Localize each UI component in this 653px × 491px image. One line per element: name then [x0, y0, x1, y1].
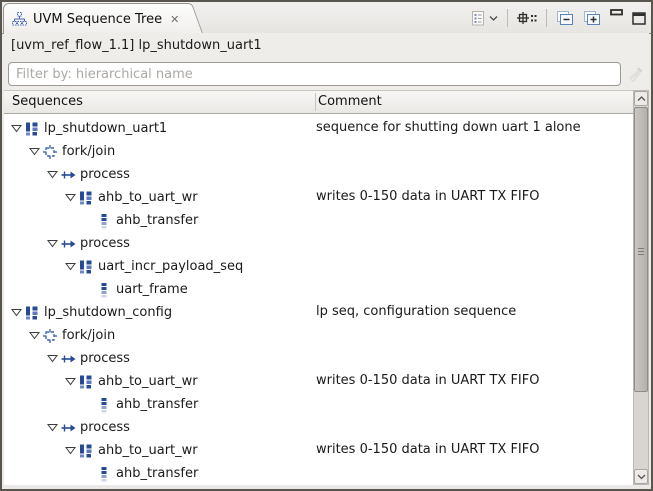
process-icon — [60, 420, 76, 436]
expander-icon[interactable] — [62, 374, 78, 390]
sequence-tree: lp_shutdown_uart1 sequence for shutting d… — [4, 114, 633, 485]
maximize-icon[interactable] — [632, 11, 646, 25]
fork-join-icon — [42, 144, 58, 160]
tree-row-label: uart_frame — [116, 282, 188, 297]
tree-row-label: ahb_transfer — [116, 466, 199, 481]
tree-row-label: ahb_to_uart_wr — [98, 443, 198, 458]
chevron-down-icon — [489, 15, 498, 21]
focus-target-icon[interactable] — [517, 11, 537, 25]
tab-bar: UVM Sequence Tree ✕ — [2, 2, 651, 34]
tree-row-label: ahb_transfer — [116, 397, 199, 412]
tree-row[interactable]: ahb_transfer — [4, 462, 633, 485]
expander-icon[interactable] — [26, 144, 42, 160]
sequence-icon — [78, 443, 94, 459]
expander-spacer — [80, 466, 96, 482]
tree-row-label: lp_shutdown_uart1 — [44, 121, 168, 136]
tree-row[interactable]: lp_shutdown_config lp seq, configuration … — [4, 301, 633, 324]
tree-row[interactable]: fork/join — [4, 324, 633, 347]
expand-all-icon[interactable] — [583, 10, 601, 26]
toolbar-separator — [507, 9, 508, 27]
tree-row[interactable]: lp_shutdown_uart1 sequence for shutting d… — [4, 117, 633, 140]
sequence-icon — [78, 190, 94, 206]
expander-spacer — [80, 397, 96, 413]
transfer-icon — [96, 282, 112, 298]
expander-icon[interactable] — [44, 420, 60, 436]
table-header: Sequences Comment — [4, 90, 633, 114]
scrollbar-grip — [638, 246, 644, 257]
expander-spacer — [80, 213, 96, 229]
expander-icon[interactable] — [62, 190, 78, 206]
scrollbar-thumb[interactable] — [634, 107, 648, 392]
tree-row-label: process — [80, 236, 130, 251]
expander-icon[interactable] — [62, 443, 78, 459]
row-comment: sequence for shutting down uart 1 alone — [316, 120, 581, 135]
tree-row[interactable]: fork/join — [4, 140, 633, 163]
sequence-icon — [78, 259, 94, 275]
context-header: [uvm_ref_flow_1.1] lp_shutdown_uart1 — [4, 33, 649, 58]
row-comment: writes 0-150 data in UART TX FIFO — [316, 189, 540, 204]
transfer-icon — [96, 213, 112, 229]
transfer-icon — [96, 397, 112, 413]
row-comment: writes 0-150 data in UART TX FIFO — [316, 442, 540, 457]
column-header-comment[interactable]: Comment — [318, 94, 382, 109]
tree-row-label: process — [80, 420, 130, 435]
expander-icon[interactable] — [44, 236, 60, 252]
collapse-all-icon[interactable] — [556, 10, 574, 26]
tree-row-label: fork/join — [62, 328, 116, 343]
process-icon — [60, 351, 76, 367]
tree-row[interactable]: ahb_to_uart_wr writes 0-150 data in UART … — [4, 439, 633, 462]
tree-row[interactable]: uart_frame — [4, 278, 633, 301]
expander-icon[interactable] — [8, 305, 24, 321]
tree-row[interactable]: process — [4, 347, 633, 370]
filter-bar — [4, 58, 649, 91]
tree-row-label: fork/join — [62, 144, 116, 159]
view-menu-icon[interactable] — [470, 10, 498, 27]
tree-row[interactable]: process — [4, 416, 633, 439]
scroll-up-button[interactable] — [634, 91, 648, 106]
process-icon — [60, 236, 76, 252]
tree-row-label: process — [80, 167, 130, 182]
page-title: [uvm_ref_flow_1.1] lp_shutdown_uart1 — [11, 38, 262, 53]
column-divider[interactable] — [315, 93, 316, 111]
vertical-scrollbar[interactable] — [633, 90, 649, 485]
tab-title: UVM Sequence Tree — [33, 11, 163, 27]
tree-row-label: uart_incr_payload_seq — [98, 259, 244, 274]
tab-uvm-sequence-tree[interactable]: UVM Sequence Tree ✕ — [3, 3, 189, 34]
column-header-sequences[interactable]: Sequences — [12, 94, 83, 109]
expander-icon[interactable] — [8, 121, 24, 137]
tree-row-label: process — [80, 351, 130, 366]
tree-row[interactable]: uart_incr_payload_seq — [4, 255, 633, 278]
toolbar-separator — [546, 9, 547, 27]
process-icon — [60, 167, 76, 183]
tree-row-label: ahb_to_uart_wr — [98, 190, 198, 205]
scroll-down-button[interactable] — [634, 469, 648, 484]
tree-row[interactable]: process — [4, 163, 633, 186]
clear-filter-icon[interactable] — [628, 66, 644, 83]
filter-input[interactable] — [8, 62, 621, 86]
close-icon[interactable]: ✕ — [170, 12, 180, 26]
expander-icon[interactable] — [26, 328, 42, 344]
sequence-icon — [24, 305, 40, 321]
sequence-tree-icon — [12, 11, 27, 27]
expander-icon[interactable] — [44, 351, 60, 367]
tree-row-label: ahb_to_uart_wr — [98, 374, 198, 389]
transfer-icon — [96, 466, 112, 482]
tree-row[interactable]: ahb_transfer — [4, 393, 633, 416]
tree-row[interactable]: ahb_to_uart_wr writes 0-150 data in UART … — [4, 370, 633, 393]
tree-row[interactable]: ahb_to_uart_wr writes 0-150 data in UART … — [4, 186, 633, 209]
expander-icon[interactable] — [44, 167, 60, 183]
tree-row-label: ahb_transfer — [116, 213, 199, 228]
minimize-icon[interactable] — [610, 9, 623, 17]
sequence-icon — [24, 121, 40, 137]
tree-row[interactable]: process — [4, 232, 633, 255]
fork-join-icon — [42, 328, 58, 344]
tree-row[interactable]: ahb_transfer — [4, 209, 633, 232]
row-comment: writes 0-150 data in UART TX FIFO — [316, 373, 540, 388]
row-comment: lp seq, configuration sequence — [316, 304, 517, 319]
sequence-icon — [78, 374, 94, 390]
expander-icon[interactable] — [62, 259, 78, 275]
view-toolbar — [470, 5, 646, 31]
expander-spacer — [80, 282, 96, 298]
tree-row-label: lp_shutdown_config — [44, 305, 173, 320]
